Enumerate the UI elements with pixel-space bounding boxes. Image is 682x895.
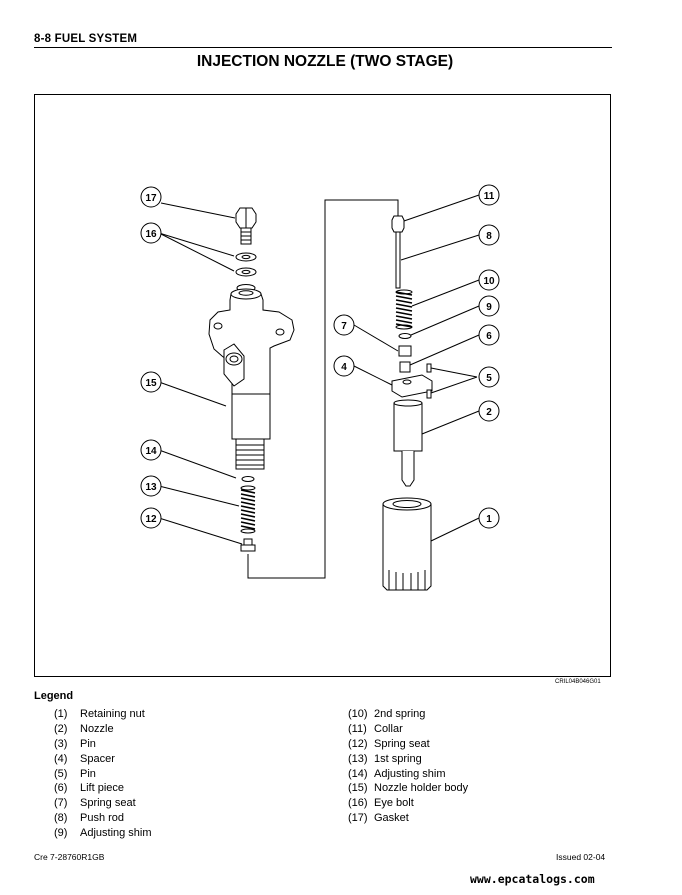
nozzle-part	[393, 399, 423, 487]
collar-part	[391, 215, 405, 233]
callout-1: 1	[486, 514, 492, 525]
legend-item: (5)Pin	[54, 767, 96, 780]
legend-item: (4)Spacer	[54, 752, 115, 765]
lift-piece-part	[399, 361, 411, 373]
spring-seat-part	[240, 538, 256, 552]
spring-seat-part	[398, 345, 412, 357]
figure-code: CRIL04B046G01	[555, 679, 601, 685]
section-title: 8-8 FUEL SYSTEM	[34, 33, 138, 45]
callout-12: 12	[145, 514, 157, 525]
callout-14: 14	[145, 446, 157, 457]
figure-frame	[34, 94, 611, 677]
adjusting-shim-part	[241, 476, 255, 482]
callout-16: 17	[145, 193, 157, 204]
gasket-part	[235, 252, 257, 262]
legend-item: (10)2nd spring	[348, 708, 426, 720]
legend-item: (6)Lift piece	[54, 782, 125, 795]
legend-item: (12)Spring seat	[348, 737, 430, 750]
callout-15: 15	[145, 378, 157, 389]
callout-9: 9	[486, 302, 492, 313]
callout-6: 6	[486, 331, 492, 342]
callout-13: 13	[145, 482, 157, 493]
callout-11: 11	[484, 191, 495, 202]
legend-heading: Legend	[34, 690, 74, 702]
legend-item: (3)Pin	[54, 737, 96, 750]
legend-item: (2)Nozzle	[54, 722, 114, 735]
exploded-view-diagram: 17 16 15 14 13 12 11 8 10 9 6 7 4 5 2 1	[140, 184, 500, 591]
page-title: INJECTION NOZZLE (TWO STAGE)	[196, 53, 454, 70]
legend-left-column: (1)Retaining nut (2)Nozzle (3)Pin (4)Spa…	[54, 707, 152, 841]
legend-item: (16)Eye bolt	[348, 797, 414, 810]
nozzle-holder-body-part	[208, 288, 295, 470]
legend-item: (13)1st spring	[348, 752, 422, 765]
spacer-part	[391, 374, 433, 398]
document-code: Cre 7-28760R1GB	[34, 852, 105, 862]
callout-5: 5	[486, 373, 492, 384]
callout-2: 2	[486, 407, 492, 418]
issue-date: Issued 02-04	[556, 852, 606, 862]
legend-item: (7)Spring seat	[54, 797, 136, 810]
legend-item: (9)Adjusting shim	[54, 827, 152, 840]
callout-8: 8	[486, 231, 492, 242]
pin-part	[426, 363, 432, 373]
header-divider	[34, 47, 612, 48]
adjusting-shim-part	[398, 333, 412, 339]
push-rod-part	[395, 231, 401, 289]
legend-item: (15)Nozzle holder body	[348, 782, 469, 795]
legend-item: (1)Retaining nut	[54, 708, 145, 720]
callout-7: 7	[341, 321, 347, 332]
second-spring-part	[395, 289, 413, 330]
callout-17: 16	[145, 229, 157, 240]
watermark: www.epcatalogs.com	[470, 872, 595, 886]
first-spring-part	[240, 485, 256, 534]
gasket-part	[235, 267, 257, 277]
legend-item: (14)Adjusting shim	[348, 767, 446, 780]
assembly-path-line	[247, 199, 399, 579]
legend-right-column: (10)2nd spring (11)Collar (12)Spring sea…	[348, 707, 468, 826]
legend-item: (8)Push rod	[54, 812, 125, 825]
callout-10: 10	[483, 276, 495, 287]
leader-lines	[158, 194, 480, 545]
pin-part	[426, 389, 432, 399]
legend-item: (11)Collar	[348, 722, 403, 735]
callout-4: 4	[341, 362, 347, 373]
legend-item: (17)Gasket	[348, 812, 409, 825]
eye-bolt-part	[235, 207, 257, 245]
retaining-nut-part	[382, 497, 432, 591]
